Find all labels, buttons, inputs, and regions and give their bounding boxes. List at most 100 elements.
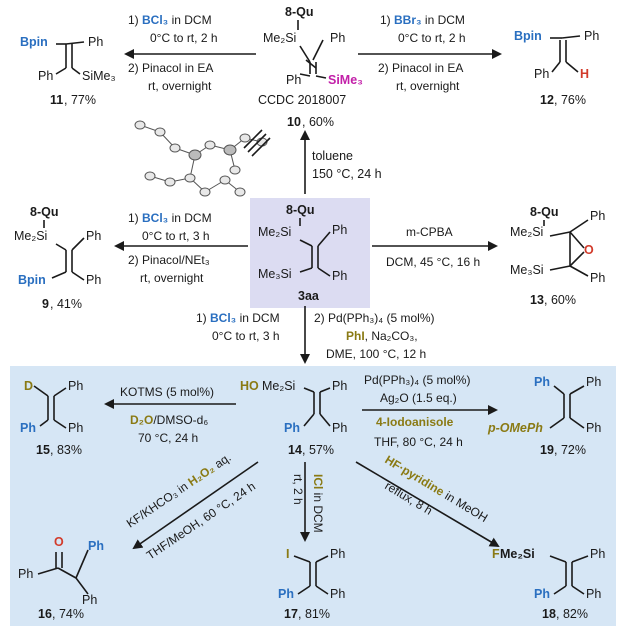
compound-19: Ph Ph p-OMePh Ph 19 , 72% bbox=[487, 375, 601, 457]
si-dimethyl-label: Me₂Si bbox=[258, 225, 291, 239]
phenyl-label: Ph bbox=[286, 73, 301, 87]
cond-14-2: 0°C to rt, 3 h bbox=[212, 329, 280, 343]
phenyl-label: Ph bbox=[86, 273, 101, 287]
iodine-label: I bbox=[286, 547, 289, 561]
phenyl-label: Ph bbox=[86, 229, 101, 243]
cond-11-4: rt, overnight bbox=[148, 79, 212, 93]
equivalence-mark bbox=[243, 129, 271, 157]
compound-id: 10 bbox=[287, 115, 301, 129]
compound-id: 11 bbox=[50, 93, 63, 107]
phenyl-label: Ph bbox=[332, 379, 347, 393]
si-dimethyl-label: Me₂Si bbox=[500, 547, 535, 561]
cond-11-2: 0°C to rt, 2 h bbox=[150, 31, 218, 45]
cond-19-4: THF, 80 °C, 24 h bbox=[374, 435, 463, 449]
phenyl-label: Ph bbox=[584, 29, 599, 43]
cond-12-4: rt, overnight bbox=[396, 79, 460, 93]
p-methoxyphenyl-label: p-OMePh bbox=[487, 421, 543, 435]
bpin-label: Bpin bbox=[18, 273, 46, 287]
compound-17: I Ph Ph Ph 17 , 81% bbox=[278, 547, 345, 621]
hydrogen-label: H bbox=[580, 67, 589, 81]
yield: , 41% bbox=[50, 297, 82, 311]
cond-12-3: 2) Pinacol in EA bbox=[378, 61, 463, 75]
compound-18: F Me₂Si Ph Ph Ph 18 , 82% bbox=[492, 547, 605, 621]
compound-id: 15 bbox=[36, 443, 50, 457]
compound-13: 8-Qu Me₂Si Ph O Me₃Si Ph 13 , 60% bbox=[510, 205, 605, 307]
quinolyl-label: 8-Qu bbox=[30, 205, 58, 219]
trimethylsilyl-label: SiMe₃ bbox=[82, 69, 116, 83]
condition-solvent: toluene bbox=[312, 149, 353, 163]
cond-19-2: Ag₂O (1.5 eq.) bbox=[380, 391, 457, 405]
cond-19-3: 4-Iodoanisole bbox=[376, 415, 454, 429]
phenyl-label: Ph bbox=[586, 375, 601, 389]
phenyl-label: Ph bbox=[586, 421, 601, 435]
yield: , 57% bbox=[302, 443, 334, 457]
center-compound-box bbox=[250, 198, 370, 308]
yield: , 81% bbox=[298, 607, 330, 621]
phenyl-label: Ph bbox=[278, 587, 294, 601]
cond-11-1: 1) BCl₃ in DCM bbox=[128, 13, 212, 27]
phenyl-label: Ph bbox=[68, 379, 83, 393]
deuterium-label: D bbox=[24, 379, 33, 393]
phenyl-label: Ph bbox=[284, 421, 300, 435]
cond-14-3: 2) Pd(PPh₃)₄ (5 mol%) bbox=[314, 311, 434, 325]
arrow-to-18 bbox=[355, 461, 500, 548]
cond-17-1: ICl in DCM bbox=[311, 474, 325, 533]
ortep-structure-icon bbox=[134, 120, 268, 197]
cond-14-4: PhI, Na₂CO₃, bbox=[346, 329, 418, 343]
phenyl-label: Ph bbox=[332, 421, 347, 435]
compound-id: 19 bbox=[540, 443, 554, 457]
si-dimethyl-label: Me₂Si bbox=[262, 379, 295, 393]
phenyl-label: Ph bbox=[330, 587, 345, 601]
phenyl-label: Ph bbox=[330, 547, 345, 561]
cond-12-2: 0°C to rt, 2 h bbox=[398, 31, 466, 45]
phenyl-label: Ph bbox=[534, 587, 550, 601]
yield: , 83% bbox=[50, 443, 82, 457]
phenyl-label: Ph bbox=[332, 223, 347, 237]
arrow-to-16 bbox=[132, 461, 259, 550]
oxygen-label: O bbox=[584, 243, 594, 257]
si-dimethyl-label: Me₂Si bbox=[510, 225, 543, 239]
cond-15-3: 70 °C, 24 h bbox=[138, 431, 198, 445]
compound-10: 8-Qu Me₂Si Ph Ph SiMe₃ CCDC 2018007 10 ,… bbox=[258, 5, 363, 129]
si-dimethyl-label: Me₂Si bbox=[14, 229, 47, 243]
compound-id: 3aa bbox=[298, 289, 320, 303]
phenyl-label: Ph bbox=[20, 421, 36, 435]
cond-9-2: 0°C to rt, 3 h bbox=[142, 229, 210, 243]
yield: , 72% bbox=[554, 443, 586, 457]
si-trimethyl-label: Me₃Si bbox=[510, 263, 544, 277]
compound-3aa: 8-Qu Me₂Si Ph Me₃Si Ph 3aa bbox=[258, 203, 347, 303]
cond-13-2: DCM, 45 °C, 16 h bbox=[386, 255, 480, 269]
compound-id: 14 bbox=[288, 443, 302, 457]
yield: , 76% bbox=[554, 93, 586, 107]
cond-12-1: 1) BBr₃ in DCM bbox=[380, 13, 465, 27]
compound-id: 13 bbox=[530, 293, 544, 307]
fluorine-label: F bbox=[492, 547, 500, 561]
compound-9: 8-Qu Me₂Si Ph Bpin Ph 9 , 41% bbox=[14, 205, 101, 311]
si-trimethyl-label: Me₃Si bbox=[258, 267, 292, 281]
phenyl-label: Ph bbox=[332, 269, 347, 283]
compound-id: 16 bbox=[38, 607, 52, 621]
hydroxy-label: HO bbox=[240, 379, 259, 393]
oxygen-label: O bbox=[54, 535, 64, 549]
cond-19-1: Pd(PPh₃)₄ (5 mol%) bbox=[364, 373, 470, 387]
yield: , 60% bbox=[302, 115, 334, 129]
phenyl-label: Ph bbox=[534, 375, 550, 389]
compound-15: D Ph Ph Ph 15 , 83% bbox=[20, 379, 83, 457]
phenyl-label: Ph bbox=[590, 547, 605, 561]
cond-9-4: rt, overnight bbox=[140, 271, 204, 285]
compound-16: O Ph Ph Ph 16 , 74% bbox=[18, 535, 104, 621]
phenyl-label: Ph bbox=[82, 593, 97, 607]
yield: , 74% bbox=[52, 607, 84, 621]
compound-id: 9 bbox=[42, 297, 49, 311]
cond-13-1: m-CPBA bbox=[406, 225, 453, 239]
phenyl-label: Ph bbox=[330, 31, 345, 45]
yield: , 82% bbox=[556, 607, 588, 621]
cond-17-2: rt, 2 h bbox=[291, 474, 305, 505]
cond-14-1: 1) BCl₃ in DCM bbox=[196, 311, 280, 325]
phenyl-label: Ph bbox=[88, 539, 104, 553]
cond-9-3: 2) Pinacol/NEt₃ bbox=[128, 253, 210, 267]
compound-id: 12 bbox=[540, 93, 554, 107]
phenyl-label: Ph bbox=[68, 421, 83, 435]
cond-14-5: DME, 100 °C, 12 h bbox=[326, 347, 426, 361]
